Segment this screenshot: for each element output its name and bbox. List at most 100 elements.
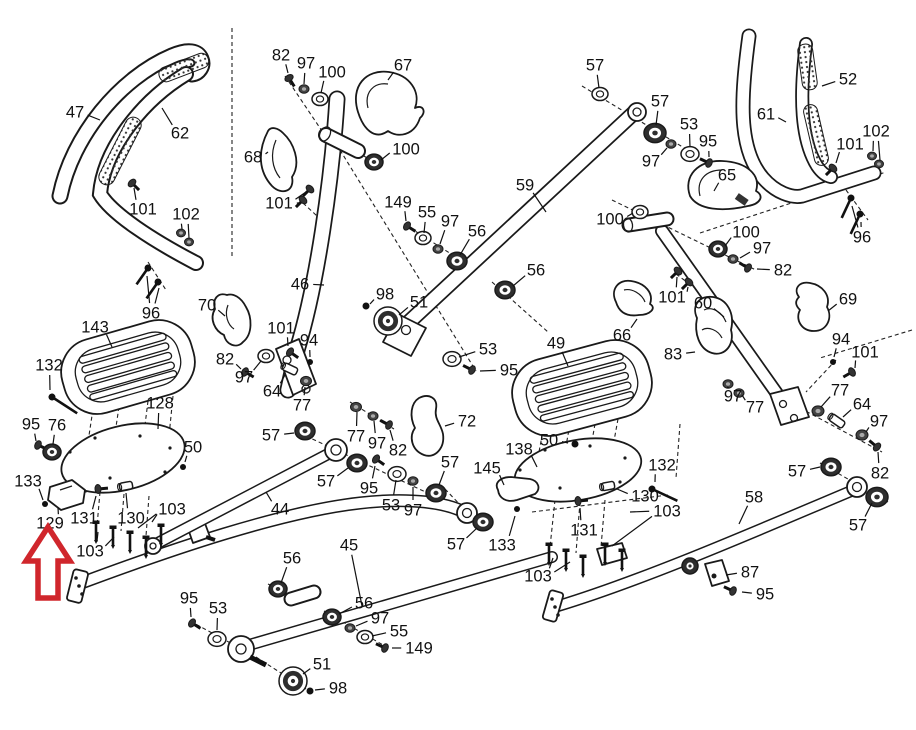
leader-line-50 bbox=[184, 455, 188, 463]
sdown-hardware bbox=[109, 525, 117, 549]
part-label-149: 149 bbox=[384, 194, 412, 212]
part-label-102: 102 bbox=[862, 123, 890, 141]
part-label-44: 44 bbox=[271, 501, 289, 519]
part-label-55: 55 bbox=[418, 204, 436, 222]
leader-line-102 bbox=[180, 223, 183, 230]
leader-line-101 bbox=[835, 151, 841, 164]
leader-line-77 bbox=[741, 394, 746, 401]
cover-83 bbox=[694, 295, 733, 355]
nut-hardware bbox=[432, 244, 444, 254]
part-label-149: 149 bbox=[405, 640, 433, 658]
part-label-51: 51 bbox=[410, 294, 428, 312]
part-label-58: 58 bbox=[745, 489, 763, 507]
nut-hardware bbox=[300, 375, 312, 387]
washer-hardware bbox=[356, 629, 374, 645]
leader-line-59 bbox=[532, 192, 547, 213]
screw-hardware bbox=[462, 364, 476, 375]
part-label-98: 98 bbox=[329, 680, 347, 698]
nut-hardware bbox=[733, 388, 745, 398]
nut-hardware bbox=[407, 476, 419, 486]
leader-line-57 bbox=[596, 74, 600, 89]
leader-line-53 bbox=[458, 351, 476, 358]
washer-hardware bbox=[311, 91, 329, 107]
screw-hardware bbox=[371, 454, 386, 466]
bracket-87 bbox=[704, 559, 730, 587]
leader-line-57 bbox=[337, 467, 349, 477]
sdown-hardware bbox=[579, 554, 587, 578]
ball-hardware bbox=[514, 506, 520, 512]
part-label-97: 97 bbox=[371, 610, 389, 628]
leader-line-57 bbox=[864, 502, 873, 517]
arm-44 bbox=[144, 438, 348, 555]
roller-hardware bbox=[472, 512, 494, 532]
part-label-130: 130 bbox=[117, 510, 145, 528]
roller-hardware bbox=[494, 280, 516, 300]
part-label-95: 95 bbox=[699, 133, 717, 151]
screw-hardware bbox=[824, 163, 838, 177]
leader-line-82 bbox=[389, 429, 394, 441]
washer-hardware bbox=[680, 145, 700, 163]
leader-line-130 bbox=[125, 492, 129, 509]
part-label-97: 97 bbox=[441, 213, 459, 231]
part-label-103: 103 bbox=[158, 501, 186, 519]
leader-line-95 bbox=[189, 607, 192, 618]
bigroller-hardware bbox=[373, 306, 403, 336]
ball-hardware bbox=[362, 302, 370, 310]
part-label-72: 72 bbox=[458, 413, 476, 431]
leader-line-103 bbox=[629, 510, 650, 513]
grip-hatch bbox=[158, 52, 210, 83]
part-label-47: 47 bbox=[66, 104, 84, 122]
leader-line-138 bbox=[531, 455, 538, 468]
roller-hardware bbox=[708, 240, 728, 258]
leader-line-53 bbox=[392, 479, 397, 496]
nut-hardware bbox=[298, 84, 310, 94]
leader-line-102 bbox=[877, 140, 881, 161]
part-label-131: 131 bbox=[570, 522, 598, 540]
bolt-hardware bbox=[849, 210, 864, 235]
part-label-130: 130 bbox=[631, 488, 659, 506]
washer-hardware bbox=[591, 86, 609, 102]
leader-line-103 bbox=[553, 561, 571, 573]
pin-hardware bbox=[598, 480, 616, 492]
part-label-55: 55 bbox=[390, 623, 408, 641]
screw-hardware bbox=[241, 367, 255, 379]
washer-hardware bbox=[414, 230, 432, 246]
center-post bbox=[260, 70, 425, 399]
leader-line-57 bbox=[655, 110, 659, 126]
leader-line-131 bbox=[91, 495, 97, 510]
leader-line-149 bbox=[404, 211, 407, 222]
leader-line-96 bbox=[146, 275, 151, 304]
leader-line-66 bbox=[630, 318, 638, 329]
leader-line-46 bbox=[313, 283, 325, 286]
roller-hardware bbox=[865, 486, 889, 508]
part-label-94: 94 bbox=[300, 332, 318, 350]
leader-line-50 bbox=[561, 440, 569, 444]
part-label-132: 132 bbox=[35, 357, 63, 375]
part-label-82: 82 bbox=[389, 442, 407, 460]
part-label-57: 57 bbox=[317, 473, 335, 491]
leader-line-56 bbox=[459, 238, 470, 256]
hardware-parts bbox=[34, 74, 889, 696]
part-label-87: 87 bbox=[741, 564, 759, 582]
part-label-77: 77 bbox=[347, 428, 365, 446]
nut-hardware bbox=[722, 379, 734, 389]
ball-hardware bbox=[306, 687, 314, 695]
sdown-hardware bbox=[126, 530, 134, 554]
leader-line-70 bbox=[217, 309, 226, 317]
part-label-53: 53 bbox=[209, 600, 227, 618]
leader-line-145 bbox=[499, 474, 505, 486]
part-label-103: 103 bbox=[76, 543, 104, 561]
bolt-hardware bbox=[145, 278, 162, 300]
part-label-102: 102 bbox=[172, 206, 200, 224]
part-label-77: 77 bbox=[746, 399, 764, 417]
leader-line-102 bbox=[187, 223, 190, 239]
leader-line-97 bbox=[303, 72, 306, 85]
leader-line-131 bbox=[579, 507, 582, 521]
part-label-101: 101 bbox=[658, 289, 686, 307]
leader-line-57 bbox=[438, 470, 445, 486]
part-label-95: 95 bbox=[180, 590, 198, 608]
leader-line-100 bbox=[320, 80, 325, 94]
nut-hardware bbox=[855, 429, 869, 441]
leader-line-65 bbox=[713, 182, 720, 192]
